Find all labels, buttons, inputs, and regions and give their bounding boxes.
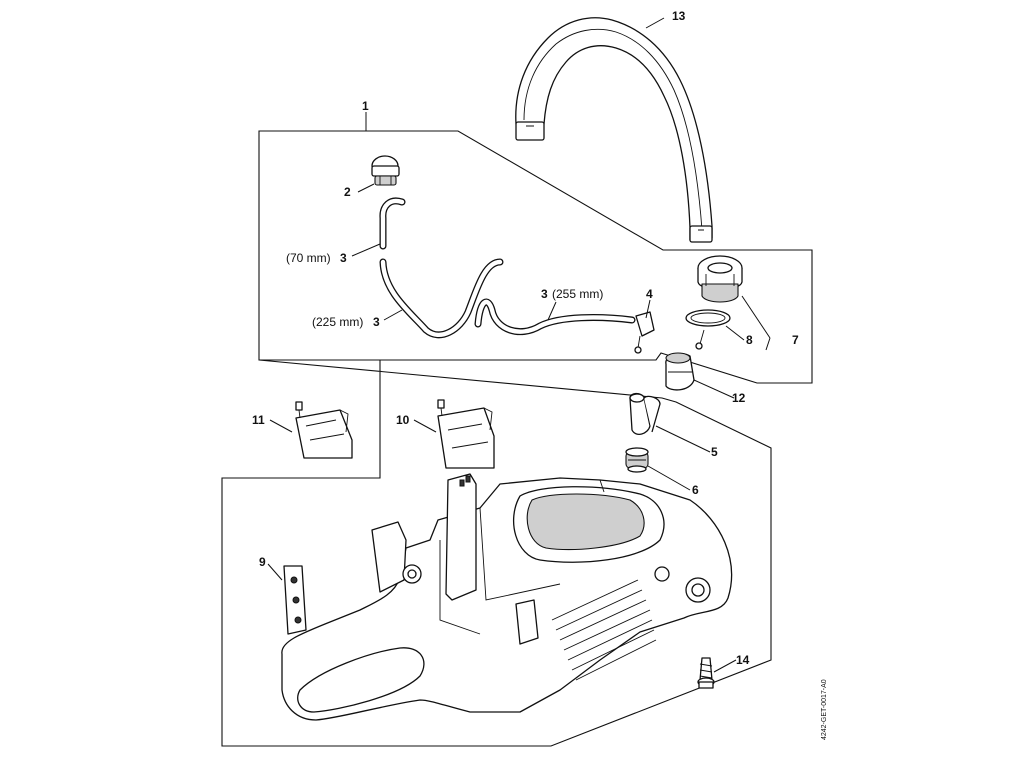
callout-7: 7 xyxy=(792,333,799,347)
callout-1: 1 xyxy=(362,99,369,113)
cover-plate-part-10[interactable] xyxy=(437,399,495,469)
callout-4: 4 xyxy=(646,287,653,301)
fuel-filter-part-12[interactable] xyxy=(665,352,695,391)
o-ring-part-8[interactable] xyxy=(685,309,731,350)
screw-part-14[interactable] xyxy=(697,657,715,689)
callout-3c-note: (255 mm) xyxy=(552,287,603,301)
callout-3b-note: (225 mm) xyxy=(312,315,363,329)
handlebar-part-13[interactable] xyxy=(515,17,713,243)
fitting-part-4[interactable] xyxy=(634,311,655,354)
grommet-part-5[interactable] xyxy=(629,392,661,436)
callout-3c: 3 xyxy=(541,287,548,301)
callout-2: 2 xyxy=(344,185,351,199)
callout-3b: 3 xyxy=(373,315,380,329)
fuel-cap-part-7[interactable] xyxy=(697,255,743,303)
callout-3a: 3 xyxy=(340,251,347,265)
frame-11 xyxy=(221,359,772,747)
fuel-hose-70mm[interactable] xyxy=(379,197,406,250)
callout-5: 5 xyxy=(711,445,718,459)
callout-14: 14 xyxy=(736,653,750,667)
callout-13: 13 xyxy=(672,9,686,23)
callout-12: 12 xyxy=(732,391,746,405)
kit-1-frame xyxy=(258,130,813,384)
callout-6: 6 xyxy=(692,483,699,497)
primer-bulb-part-2[interactable] xyxy=(371,155,400,186)
cover-plate-part-11[interactable] xyxy=(295,401,353,459)
callout-9: 9 xyxy=(259,555,266,569)
callout-3a-note: (70 mm) xyxy=(286,251,331,265)
label-part-9[interactable] xyxy=(283,565,307,635)
callout-8: 8 xyxy=(746,333,753,347)
callout-labels: 1 2 (70 mm) 3 (225 mm) 3 3 (255 mm) 4 5 … xyxy=(252,9,799,667)
document-id: 4242-GET-0017-A0 xyxy=(821,679,828,740)
callout-10: 10 xyxy=(396,413,410,427)
leader-lines xyxy=(267,17,771,673)
handle-housing[interactable] xyxy=(281,473,733,721)
fuel-strainer-part-6[interactable] xyxy=(625,447,649,473)
fuel-hose-255mm[interactable] xyxy=(474,298,636,336)
callout-11: 11 xyxy=(252,413,265,427)
fuel-hose-225mm[interactable] xyxy=(379,258,504,339)
